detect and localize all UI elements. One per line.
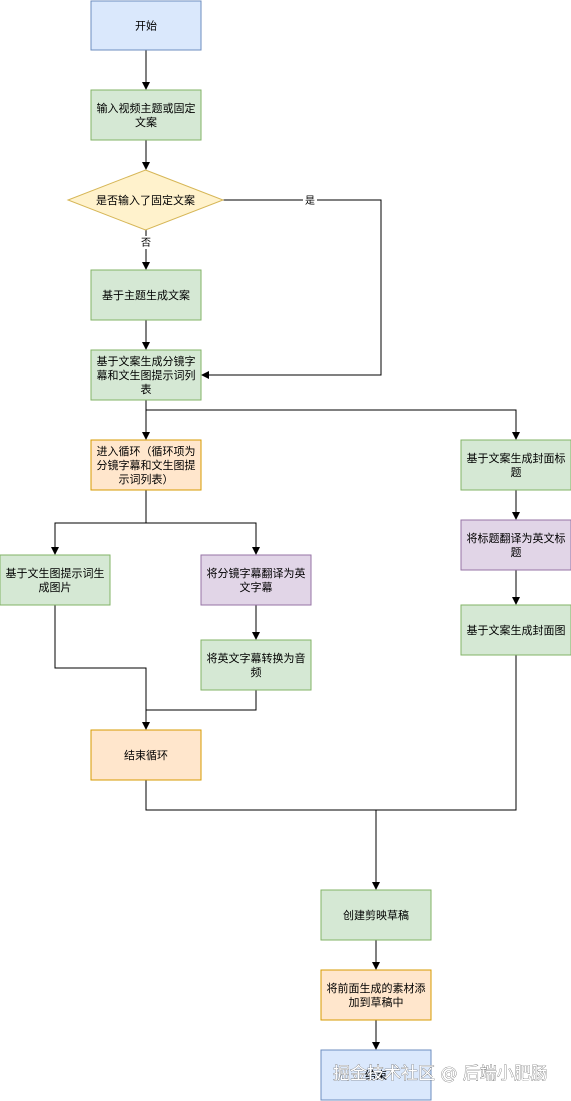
node-label: 进入循环（循环项为 <box>97 445 196 458</box>
node-label: 示词列表） <box>119 472 174 486</box>
node-shape <box>460 519 571 571</box>
edge-decision-yes <box>201 199 382 379</box>
edge-audio-endloop <box>146 690 257 711</box>
node-label: 题 <box>511 466 522 479</box>
node-label: 表 <box>141 382 152 396</box>
node-label: 基于文案生成分镜字 <box>97 354 196 368</box>
node-shape <box>320 889 432 941</box>
node-label: 输入视频主题或固定 <box>97 101 196 115</box>
watermark: 掘金技术社区 @ 后端小肥肠 <box>333 1064 548 1084</box>
node-label: 是否输入了固定文案 <box>96 193 195 207</box>
node-label: 创建剪映草稿 <box>343 908 409 922</box>
edge-loop-image <box>51 490 147 555</box>
node-shape <box>200 639 312 691</box>
node-label: 文字幕 <box>240 580 273 594</box>
edge-label-bg <box>303 194 317 207</box>
node-label: 结束 <box>365 1069 387 1082</box>
edge-coverimg-merge <box>376 655 517 811</box>
node-gen-cover-image: 基于文案生成封面图 <box>460 604 571 656</box>
node-shape <box>90 269 202 321</box>
node-end-loop: 结束循环 <box>90 729 202 781</box>
node-shape <box>200 554 312 606</box>
node-label: 题 <box>511 546 522 559</box>
node-shape <box>90 729 202 781</box>
node-shape <box>90 349 202 401</box>
node-shape <box>320 1049 432 1101</box>
node-label: 将标题翻译为英文标 <box>467 531 566 545</box>
edge-image-endloop <box>54 605 150 730</box>
node-label: 成图片 <box>39 581 72 594</box>
edge-label-bg <box>139 236 153 249</box>
node-shape <box>90 439 202 491</box>
node-label: 基于文案生成封面标 <box>467 451 566 465</box>
node-label: 幕和文生图提示词列 <box>97 368 196 382</box>
edge-labels: 是否 <box>139 194 317 249</box>
edge-label-yes: 是 <box>305 195 315 207</box>
node-shape <box>66 169 225 231</box>
node-label: 将英文字幕转换为音 <box>207 651 306 665</box>
node-shape <box>460 439 571 491</box>
node-label: 加到草稿中 <box>349 995 404 1009</box>
node-create-draft: 创建剪映草稿 <box>320 889 432 941</box>
node-label: 文案 <box>135 115 157 129</box>
edge-endloop-draft <box>145 780 380 890</box>
node-label: 将前面生成的素材添 <box>327 981 426 995</box>
node-label: 分镜字幕和文生图提 <box>97 458 196 472</box>
node-gen-script: 基于主题生成文案 <box>90 269 202 321</box>
edge-label-no: 否 <box>141 237 151 249</box>
node-shape <box>0 554 111 606</box>
node-label: 结束循环 <box>124 749 168 762</box>
node-start: 开始 <box>90 0 202 51</box>
edge-lists-cover <box>146 409 520 440</box>
node-shape <box>90 0 202 51</box>
node-label: 频 <box>251 665 262 679</box>
node-decision-fixed: 是否输入了固定文案 <box>66 169 225 231</box>
node-shape <box>90 89 202 141</box>
node-label: 基于主题生成文案 <box>102 288 190 302</box>
node-label: 基于文案生成封面图 <box>467 623 566 637</box>
node-end: 结束 <box>320 1049 432 1101</box>
node-label: 基于文生图提示词生 <box>6 566 105 580</box>
edges <box>51 50 520 1050</box>
node-label: 开始 <box>135 19 157 33</box>
edge-loop-translate <box>146 522 260 555</box>
node-shape <box>460 604 571 656</box>
node-shape <box>320 969 432 1021</box>
node-label: 将分镜字幕翻译为英 <box>207 566 306 580</box>
